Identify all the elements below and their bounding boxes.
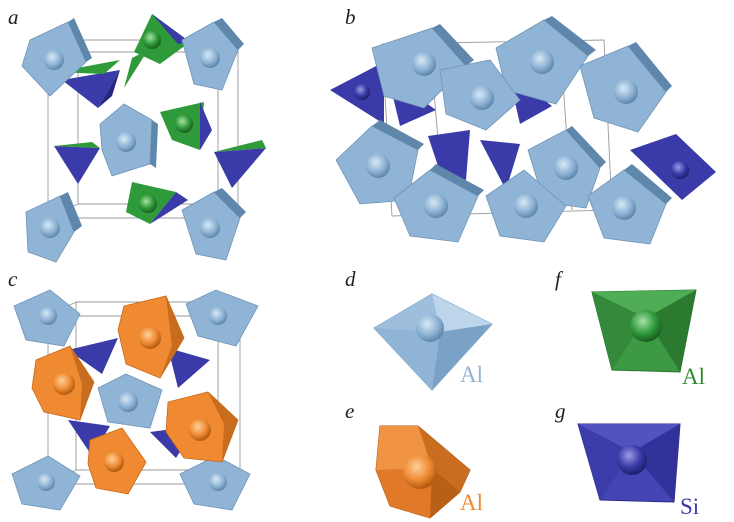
al-octahedron	[185, 289, 259, 347]
al-five-coordinate-polyhedron	[87, 427, 147, 495]
al-tetrahedron-green	[124, 50, 148, 88]
al-octahedron	[495, 16, 596, 105]
al-five-coordinate-polyhedron	[117, 295, 185, 379]
si-tetrahedron-shade	[98, 70, 120, 108]
al-tetrahedron-green	[214, 140, 266, 152]
al-atom-five-coordinate	[403, 455, 437, 489]
al-octahedron	[439, 59, 521, 131]
al-octahedron	[99, 103, 158, 177]
si-tetrahedron	[214, 148, 266, 188]
si-tetrahedron	[480, 140, 520, 190]
panel-a-structure	[21, 14, 266, 263]
si-tetrahedron	[62, 70, 120, 108]
panel-label-b: b	[345, 5, 356, 29]
legend-tetrahedral-al: Al	[591, 289, 705, 389]
si-tetrahedron	[200, 102, 212, 150]
al-atom-octahedral	[416, 314, 444, 342]
al-octahedron	[587, 164, 672, 245]
al-octahedron	[13, 289, 81, 347]
legend-tetrahedral-si: Si	[577, 423, 699, 519]
al-octahedron	[97, 373, 163, 429]
al-five-coordinate-polyhedron	[31, 345, 95, 421]
al-atom-green	[139, 195, 157, 213]
panel-c-structure	[11, 289, 259, 511]
al-octahedron	[485, 169, 567, 243]
si-tetrahedron	[54, 146, 100, 184]
legend-label-e: Al	[460, 490, 483, 515]
legend-label-f: Al	[682, 364, 705, 389]
panel-label-g: g	[555, 399, 566, 423]
legend-octahedral-al: Al	[373, 293, 493, 391]
si-tetrahedron	[68, 338, 118, 374]
al-atom-green	[143, 31, 161, 49]
al-octahedron	[11, 455, 81, 511]
al-octahedron	[335, 120, 424, 205]
panel-label-c: c	[8, 267, 18, 291]
panel-b-structure	[330, 16, 716, 245]
si-tetrahedron	[152, 14, 190, 44]
si-atom-tetrahedral	[617, 445, 647, 475]
al-octahedron	[181, 188, 246, 261]
al-octahedron	[393, 164, 484, 243]
panel-label-d: d	[345, 267, 356, 291]
si-atom	[671, 161, 689, 179]
al-octahedron	[21, 18, 92, 97]
al-atom-tetrahedral	[630, 310, 662, 342]
al-atom-green	[175, 115, 193, 133]
al-tetrahedron-green	[54, 142, 100, 148]
panel-label-e: e	[345, 399, 354, 423]
panel-label-a: a	[8, 5, 19, 29]
si-tetrahedron	[68, 420, 110, 456]
legend-five-coordinate-al: Al	[375, 425, 483, 519]
si-tetrahedron	[168, 348, 210, 388]
al-tetrahedron-green	[134, 14, 190, 64]
si-tetrahedron	[150, 192, 188, 224]
legend-label-d: Al	[460, 362, 483, 387]
al-octahedron	[181, 18, 244, 91]
si-atom	[354, 84, 370, 100]
al-octahedron	[579, 42, 672, 133]
al-octahedron	[179, 455, 251, 511]
al-octahedron	[25, 192, 82, 263]
al-five-coordinate-polyhedron	[165, 391, 239, 463]
legend-label-g: Si	[680, 494, 699, 519]
panel-label-f: f	[555, 267, 564, 291]
